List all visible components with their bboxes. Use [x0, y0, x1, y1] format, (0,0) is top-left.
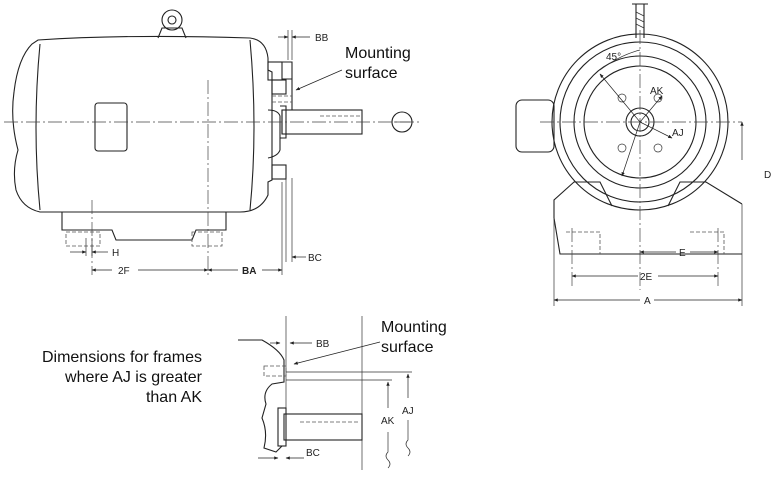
dimension-2f: 2F [91, 266, 209, 277]
dimension-bc: BC [291, 253, 322, 264]
detail-note-line-1: Dimensions for frames [41, 349, 202, 366]
dimension-bb: BB [278, 33, 329, 44]
label-2f: 2F [118, 266, 130, 277]
label-e: E [679, 248, 686, 259]
label-aj-end-view: AJ [672, 128, 684, 139]
dimension-ak-detail: AK [381, 381, 395, 469]
label-ak-end-view: AK [650, 86, 664, 97]
mounting-surface-line-2: surface [345, 65, 398, 82]
end-view-feet [553, 181, 743, 218]
side-view: BB Mounting surface BC H 2F [4, 9, 420, 277]
end-view: 45° AK AJ D E 2E [515, 3, 771, 307]
mounting-surface-line-1: Mounting [345, 45, 411, 62]
mounting-surface-detail-line-1: Mounting [381, 319, 447, 336]
end-view-conduit-box [515, 99, 555, 153]
dimension-aj-detail: AJ [402, 373, 414, 457]
motor-frame-outline [12, 35, 273, 213]
dimension-e: E [639, 248, 719, 259]
dimension-2e: 2E [571, 272, 719, 283]
mounting-surface-callout-detail: Mounting surface [293, 319, 447, 365]
dimension-h: H [70, 238, 119, 259]
detail-housing [238, 339, 285, 453]
dimension-a: A [553, 296, 743, 307]
label-a: A [644, 296, 651, 307]
label-h: H [112, 248, 119, 259]
label-aj-detail: AJ [402, 406, 414, 417]
label-bb-detail: BB [316, 339, 330, 350]
detail-note-line-2: where AJ is greater [65, 369, 202, 386]
mounting-surface-detail-line-2: surface [381, 339, 434, 356]
mounting-surface-callout: Mounting surface [295, 45, 411, 91]
detail-note-line-3: than AK [145, 389, 202, 406]
mounting-feet [61, 212, 227, 241]
dimension-ba: BA [207, 266, 283, 277]
label-ak-detail: AK [381, 416, 395, 427]
label-ba: BA [242, 266, 256, 277]
flange-face [267, 61, 293, 180]
detail-view: BB Mounting surface AK AJ BC [238, 316, 447, 470]
lifting-eye [157, 9, 187, 39]
label-2e: 2E [640, 272, 653, 283]
terminal-box [94, 102, 128, 152]
label-bc: BC [308, 253, 322, 264]
label-bb: BB [315, 33, 329, 44]
label-d: D [764, 170, 771, 181]
label-angle-45: 45° [606, 52, 621, 63]
bolt-holes [617, 93, 663, 153]
dimension-bc-detail: BC [258, 448, 320, 460]
label-bc-detail: BC [306, 448, 320, 459]
dimension-bb-detail: BB [270, 339, 330, 350]
detail-note: Dimensions for frames where AJ is greate… [4, 348, 202, 408]
